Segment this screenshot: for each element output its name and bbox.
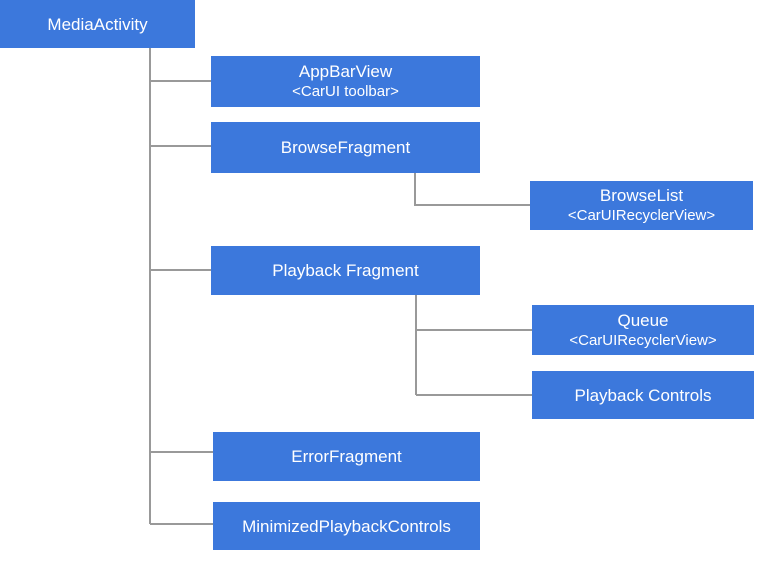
connector-browselist bbox=[414, 173, 530, 206]
node-label: BrowseList bbox=[599, 186, 684, 205]
node-label: ErrorFragment bbox=[291, 447, 402, 466]
node-app-bar-view: AppBarView <CarUI toolbar> bbox=[211, 56, 480, 107]
node-sublabel: <CarUI toolbar> bbox=[292, 83, 399, 100]
node-queue: Queue <CarUIRecyclerView> bbox=[532, 305, 754, 355]
node-label: Playback Fragment bbox=[272, 261, 419, 280]
node-browse-fragment: BrowseFragment bbox=[211, 122, 480, 173]
node-media-activity: MediaActivity bbox=[0, 0, 195, 48]
node-minimized-playback-controls: MinimizedPlaybackControls bbox=[213, 502, 480, 550]
node-label: Queue bbox=[617, 310, 669, 330]
node-browse-list: BrowseList <CarUIRecyclerView> bbox=[530, 181, 753, 230]
node-label: AppBarView bbox=[298, 62, 393, 81]
node-sublabel: <CarUIRecyclerView> bbox=[567, 207, 716, 224]
node-label: MediaActivity bbox=[47, 14, 148, 34]
node-playback-controls: Playback Controls bbox=[532, 371, 754, 419]
node-label: Playback Controls bbox=[574, 385, 712, 405]
node-sublabel: <CarUIRecyclerView> bbox=[569, 331, 717, 349]
node-label: MinimizedPlaybackControls bbox=[242, 516, 451, 536]
node-playback-fragment: Playback Fragment bbox=[211, 246, 480, 295]
node-label: BrowseFragment bbox=[280, 138, 411, 157]
node-error-fragment: ErrorFragment bbox=[213, 432, 480, 481]
